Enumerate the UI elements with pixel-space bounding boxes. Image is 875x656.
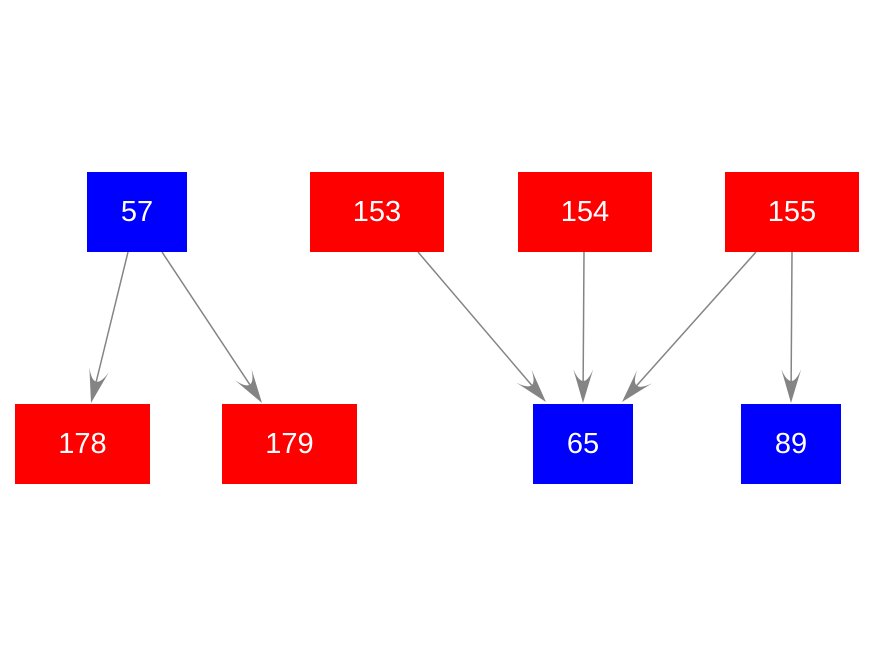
graph-node-155[interactable]: 155 bbox=[725, 172, 859, 252]
arrowhead-icon-57-178 bbox=[89, 367, 109, 403]
arrowhead-icon-155-89 bbox=[781, 368, 802, 403]
graph-node-178[interactable]: 178 bbox=[15, 404, 150, 484]
node-label: 153 bbox=[352, 195, 402, 228]
graph-node-153[interactable]: 153 bbox=[310, 172, 444, 252]
graph-node-154[interactable]: 154 bbox=[518, 172, 652, 252]
graph-node-65[interactable]: 65 bbox=[533, 404, 633, 484]
edge-line-155-89 bbox=[790, 251, 793, 382]
node-label: 179 bbox=[265, 427, 314, 460]
node-label: 57 bbox=[120, 195, 154, 228]
edge-line-154-65 bbox=[582, 251, 585, 382]
node-label: 178 bbox=[58, 427, 107, 460]
edge-line-57-179 bbox=[161, 251, 251, 386]
arrowhead-icon-154-65 bbox=[573, 368, 594, 403]
graph-node-89[interactable]: 89 bbox=[741, 404, 841, 484]
node-label: 89 bbox=[774, 427, 808, 460]
arrowhead-icon-57-179 bbox=[234, 369, 262, 403]
edge-line-155-65 bbox=[636, 251, 757, 387]
node-label: 155 bbox=[767, 195, 817, 228]
edge-line-153-65 bbox=[417, 251, 533, 386]
arrowhead-icon-153-65 bbox=[516, 369, 546, 402]
edge-line-57-178 bbox=[95, 251, 129, 382]
graph-node-57[interactable]: 57 bbox=[87, 172, 187, 252]
node-label: 65 bbox=[566, 427, 600, 460]
node-label: 154 bbox=[560, 195, 610, 228]
arrowhead-icon-155-65 bbox=[622, 369, 653, 402]
graph-node-179[interactable]: 179 bbox=[222, 404, 357, 484]
